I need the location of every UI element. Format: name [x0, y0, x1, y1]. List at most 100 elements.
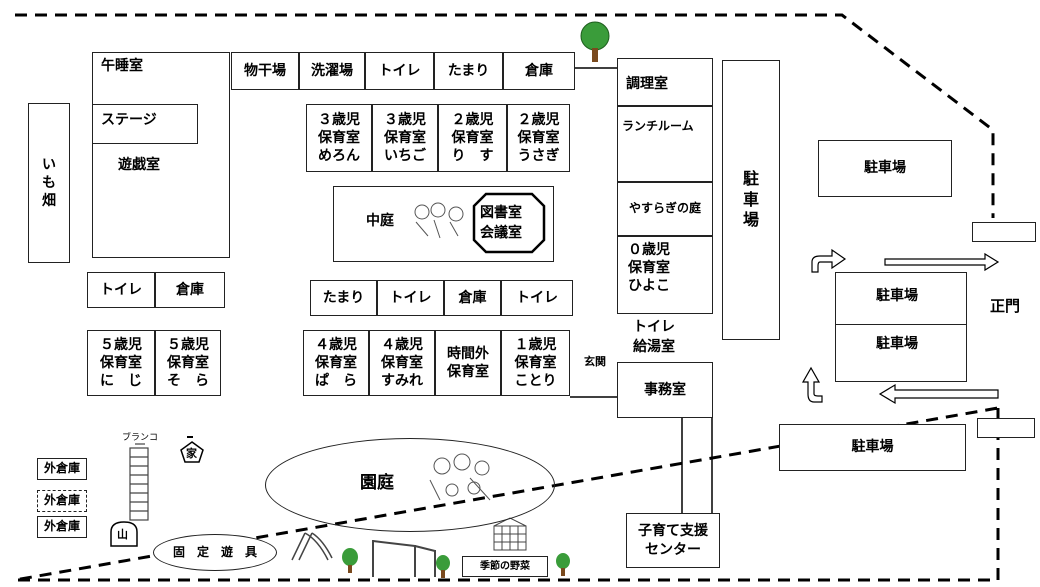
- chori-room: 調理室: [617, 58, 713, 106]
- room-label: ３歳児 保育室 めろん: [318, 111, 360, 165]
- hirune-room: 午睡室: [92, 52, 230, 258]
- toilet-label: トイレ: [389, 289, 432, 306]
- kotei-yugu-label: 固 定 遊 具: [172, 544, 257, 559]
- souko-mid: 倉庫: [444, 280, 501, 316]
- toilet-mid: トイレ: [377, 280, 444, 316]
- monohoshi: 物干場: [231, 52, 299, 90]
- room-label: ０歳児 保育室 ひよこ: [628, 242, 670, 295]
- parking-label: 駐車場: [851, 439, 894, 456]
- hirune-label: 午睡室: [101, 58, 143, 74]
- souko-label: 倉庫: [176, 281, 204, 298]
- gate-block: [972, 222, 1036, 242]
- toilet-west: トイレ: [87, 272, 155, 308]
- parking-label: 駐車場: [876, 336, 918, 352]
- soto-souko-label: 外倉庫: [43, 493, 80, 508]
- room-label: ５歳児 保育室 に じ: [100, 336, 142, 390]
- mountain-shape: [110, 521, 138, 547]
- stage: ステージ: [92, 104, 198, 144]
- house-shape: [180, 441, 204, 463]
- room-label: １歳児 保育室 ことり: [514, 336, 557, 390]
- arrow-right-icon: [884, 252, 1000, 272]
- kosodate-label: 子育て支援 センター: [638, 523, 708, 558]
- sentaku-label: 洗濯場: [311, 62, 353, 79]
- monohoshi-label: 物干場: [244, 62, 286, 79]
- parking-label: 駐車場: [864, 160, 906, 177]
- toilet-label: トイレ: [516, 289, 558, 306]
- sentaku: 洗濯場: [299, 52, 365, 90]
- tree-icon: [436, 555, 450, 578]
- tamari-top: たまり: [434, 52, 503, 90]
- chuutei-label: 中庭: [366, 213, 394, 229]
- parking-lot: 駐車場: [779, 424, 966, 471]
- jikangai-label: 時間外 保育室: [447, 345, 489, 380]
- toilet-mid-2: トイレ: [501, 280, 573, 316]
- slide-icon: [291, 532, 333, 561]
- parking-lot: 駐車場: [818, 140, 952, 197]
- soto-souko-1: 外倉庫: [37, 458, 87, 480]
- kotei-yugu: 固 定 遊 具: [153, 534, 277, 571]
- parking-vertical: 駐 車 場: [722, 60, 780, 340]
- chori-label: 調理室: [626, 76, 668, 92]
- yama-label: 山: [117, 528, 128, 541]
- room-label: ２歳児 保育室 り す: [451, 111, 494, 165]
- stage-label: ステージ: [101, 112, 157, 128]
- swing-icon: [129, 443, 149, 521]
- ie-label: 家: [186, 447, 197, 460]
- room-label: ２歳児 保育室 うさぎ: [517, 111, 560, 165]
- room-2-usagi: ２歳児 保育室 うさぎ: [507, 104, 570, 172]
- entei-label: 園庭: [360, 473, 394, 493]
- arrow-left-icon: [878, 383, 999, 405]
- library-octagon: [472, 192, 546, 254]
- room-0-hiyoko: ０歳児 保育室 ひよこ: [617, 236, 713, 314]
- room-4-sumire: ４歳児 保育室 すみれ: [369, 330, 435, 396]
- parking-divider: [835, 324, 967, 325]
- yugi-label: 遊戯室: [118, 157, 160, 173]
- property-boundary: [14, 13, 1000, 582]
- buranko-label: ブランコ: [122, 433, 159, 443]
- souko-top: 倉庫: [503, 52, 575, 90]
- genkan-label: 玄関: [584, 355, 606, 368]
- jimu-room: 事務室: [617, 362, 713, 418]
- soto-souko-label: 外倉庫: [43, 519, 80, 534]
- tree-icon: [342, 548, 358, 573]
- parking-vertical-label: 駐 車 場: [742, 168, 759, 230]
- imo-label: い も 畑: [42, 156, 56, 210]
- parking-label: 駐車場: [876, 288, 918, 304]
- library-label: 図書室 会議室: [480, 205, 522, 241]
- tree-icon: [580, 21, 610, 62]
- room-label: ３歳児 保育室 いちご: [384, 111, 426, 165]
- lunch-room: ランチルーム: [617, 106, 713, 182]
- tamari-label: たまり: [447, 62, 490, 79]
- toilet-kyutou-label: トイレ 給湯室: [633, 319, 675, 355]
- yasuragi-garden: やすらぎの庭: [617, 182, 713, 236]
- room-label: ４歳児 保育室 ぱ ら: [315, 336, 357, 390]
- room-5-niji: ５歳児 保育室 に じ: [87, 330, 155, 396]
- chuutei-courtyard: [333, 186, 554, 262]
- room-3-meron: ３歳児 保育室 めろん: [306, 104, 372, 172]
- tree-icon: [556, 553, 570, 576]
- soto-souko-2: 外倉庫: [37, 490, 87, 512]
- kisetsu-yasai: 季節の野菜: [462, 556, 548, 577]
- toilet-top: トイレ: [365, 52, 434, 90]
- yasuragi-label: やすらぎの庭: [628, 201, 701, 216]
- toilet-label: トイレ: [378, 62, 421, 79]
- souko-west: 倉庫: [155, 272, 225, 308]
- children-illustration: [414, 202, 464, 239]
- tamari-label: たまり: [322, 289, 365, 306]
- soto-souko-3: 外倉庫: [37, 516, 87, 538]
- jungle-gym-icon: [493, 517, 527, 551]
- jikangai-room: 時間外 保育室: [435, 330, 501, 396]
- parking-lot-center: [835, 272, 967, 382]
- iron-bar-icon: [372, 540, 436, 577]
- lunch-label: ランチルーム: [622, 119, 694, 133]
- room-4-bara: ４歳児 保育室 ぱ ら: [303, 330, 369, 396]
- room-1-kotori: １歳児 保育室 ことり: [501, 330, 570, 396]
- gate-block: [977, 418, 1035, 438]
- room-3-ichigo: ３歳児 保育室 いちご: [372, 104, 438, 172]
- turn-arrow-icon: [811, 248, 847, 273]
- toilet-label: トイレ: [100, 281, 142, 298]
- room-label: ４歳児 保育室 すみれ: [381, 336, 423, 390]
- soto-souko-label: 外倉庫: [43, 461, 80, 476]
- kosodate-center: 子育て支援 センター: [626, 513, 720, 568]
- turn-arrow-icon: [801, 366, 823, 403]
